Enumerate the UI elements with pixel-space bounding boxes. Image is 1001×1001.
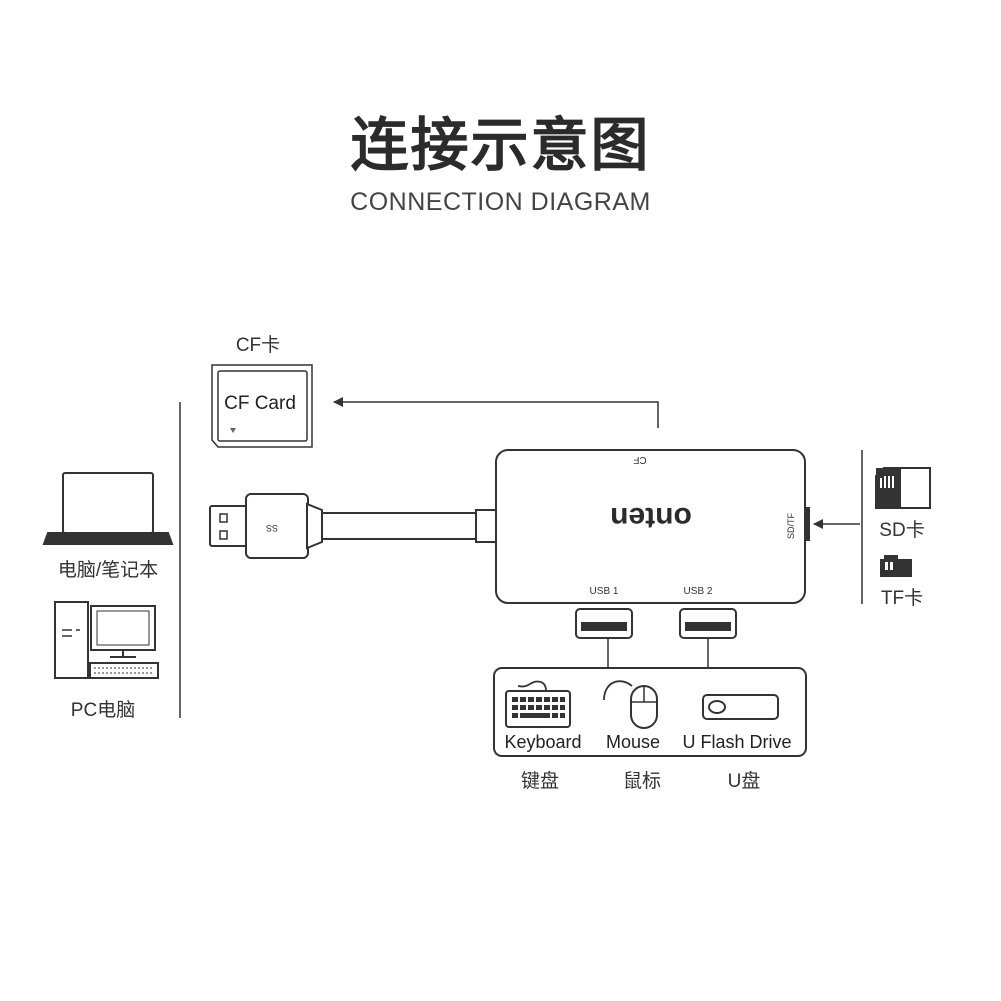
usb-ss-symbol: SS bbox=[266, 523, 278, 533]
cf-slot-label: CF bbox=[633, 454, 646, 465]
usb1-label: USB 1 bbox=[590, 586, 619, 597]
sd-card-icon bbox=[875, 467, 931, 509]
device-label-keyboard: Keyboard bbox=[504, 732, 581, 752]
cf-card-label: CF卡 bbox=[235, 335, 281, 356]
cf-card-icon bbox=[211, 364, 313, 448]
desktop-pc-icon bbox=[54, 601, 159, 679]
usb-port-2 bbox=[679, 608, 737, 639]
laptop-label: 电脑/笔记本 bbox=[57, 560, 159, 581]
device-label-flash-drive: U Flash Drive bbox=[682, 732, 791, 752]
tf-card-icon bbox=[880, 555, 912, 577]
cf-arrow bbox=[333, 397, 659, 428]
tf-card-label: TF卡 bbox=[880, 588, 924, 609]
sd-tf-slot-label: SD/TF bbox=[786, 512, 796, 539]
page-subtitle: CONNECTION DIAGRAM bbox=[350, 188, 651, 216]
device-zh-mouse: 鼠标 bbox=[622, 771, 661, 792]
flash-drive-icon bbox=[702, 694, 779, 720]
cf-card-text: CF Card bbox=[224, 393, 296, 414]
usb-port-1 bbox=[575, 608, 633, 639]
usb2-label: USB 2 bbox=[684, 586, 713, 597]
usb-plug-icon bbox=[209, 493, 497, 559]
device-label-mouse: Mouse bbox=[606, 732, 660, 752]
mouse-icon bbox=[603, 680, 658, 729]
sd-card-label: SD卡 bbox=[879, 520, 925, 541]
keyboard-icon bbox=[505, 680, 571, 728]
pc-label: PC电脑 bbox=[70, 700, 136, 721]
sd-tf-slot bbox=[805, 507, 810, 541]
hub-brand-logo: onten bbox=[610, 501, 692, 534]
laptop-icon bbox=[42, 472, 174, 545]
device-zh-keyboard: 键盘 bbox=[520, 771, 559, 792]
page-title: 连接示意图 bbox=[350, 111, 651, 179]
device-zh-flash-drive: U盘 bbox=[727, 771, 761, 792]
